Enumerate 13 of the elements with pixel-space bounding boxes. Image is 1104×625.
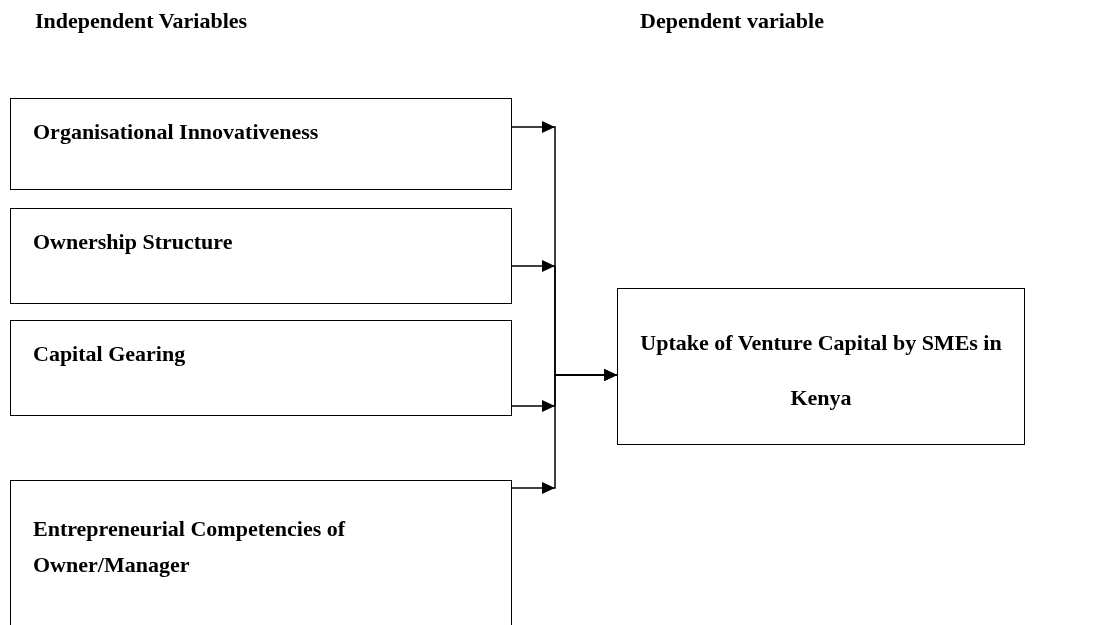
independent-variable-box xyxy=(10,480,512,625)
column-heading: Dependent variable xyxy=(640,8,824,34)
variable-label: Capital Gearing xyxy=(33,341,186,367)
column-heading: Independent Variables xyxy=(35,8,248,34)
independent-variable-box xyxy=(10,320,512,416)
independent-variable-box xyxy=(10,98,512,190)
variable-label: Ownership Structure xyxy=(33,229,233,255)
independent-variable-box xyxy=(10,208,512,304)
dependent-variable-box xyxy=(617,288,1025,445)
variable-label: Entrepreneurial Competencies of Owner/Manager xyxy=(33,515,347,579)
arrow xyxy=(511,369,618,494)
variable-label: Uptake of Venture Capital by SMEs in Kenya xyxy=(639,329,1003,412)
variable-label: Organisational Innovativeness xyxy=(33,119,319,145)
